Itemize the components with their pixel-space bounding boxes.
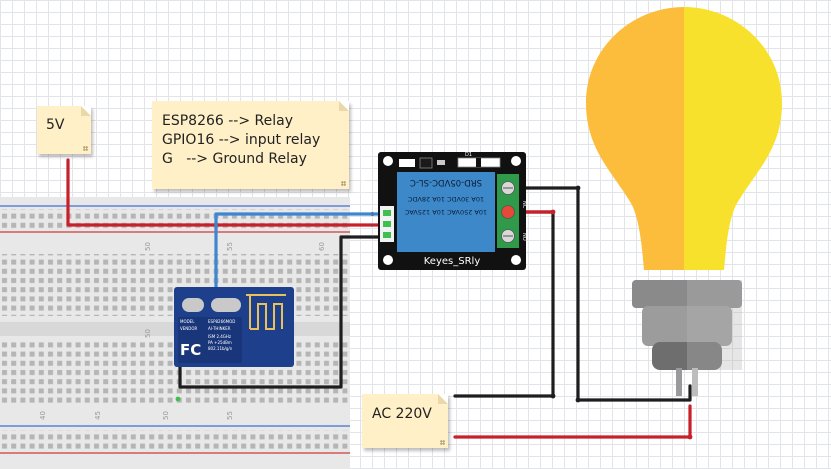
smd-component	[419, 157, 433, 169]
wire-ground[interactable]	[178, 235, 386, 389]
note-ac-text: AC 220V	[372, 406, 432, 422]
relay-brand: Keyes_SRly	[424, 256, 481, 267]
bulb-socket-top	[632, 280, 742, 308]
bulb-glass-right	[684, 7, 782, 270]
esp-vendor-label: VENDOR	[180, 326, 197, 331]
pin-label: -	[372, 234, 374, 240]
wires	[66, 158, 693, 440]
fcc-logo-icon: FC	[180, 341, 201, 359]
mount-hole	[383, 255, 393, 265]
column-number: 50	[144, 329, 152, 338]
relay-coil	[397, 172, 495, 252]
relay-pin-vcc[interactable]	[383, 221, 391, 227]
smd-component	[437, 160, 445, 165]
bulb-socket-highlight	[687, 280, 742, 370]
note-fold	[81, 106, 91, 116]
esp8266-module[interactable]: MODEL VENDOR ESP8266MOD AI-THINKER ISM 2…	[174, 287, 294, 367]
terminal-label: NC	[521, 201, 527, 209]
note-connection-line: GPIO16 --> input relay	[162, 132, 321, 148]
diode-band	[476, 158, 481, 167]
note-5v-text: 5V	[46, 117, 65, 133]
relay-rating-line: 10A 30VDC 10A 28VDC	[407, 195, 484, 203]
terminal-label: NO	[521, 233, 527, 241]
esp-spec: 802.11b/g/n	[208, 346, 233, 351]
wire-joint	[575, 185, 581, 191]
note-ac: AC 220V	[362, 394, 448, 448]
note-connection-line: ESP8266 --> Relay	[162, 113, 294, 129]
chip-label: D1	[465, 152, 472, 158]
bulb-glass-left	[586, 7, 684, 270]
esp-spec: PA +25dBm	[208, 340, 232, 345]
column-number: 55	[226, 242, 234, 251]
esp-spec: ISM 2.4GHz	[208, 334, 231, 339]
column-number: 45	[94, 411, 102, 420]
wire-joint	[550, 209, 556, 215]
esp-chip-name: ESP8266MOD	[208, 319, 235, 324]
esp-pad	[211, 298, 241, 312]
wire-joint	[575, 397, 581, 403]
relay-pin-ground[interactable]	[383, 232, 391, 238]
bulb-socket-bottom	[652, 342, 722, 370]
breadboard-pin-marker	[175, 396, 181, 402]
pin-label: S	[371, 212, 374, 218]
wire-ac-to-lamp[interactable]	[453, 404, 692, 439]
led-component	[399, 159, 415, 167]
bulb-socket-middle	[642, 306, 732, 346]
relay-side-label: ON_Led	[359, 180, 366, 203]
esp-shield	[178, 317, 242, 363]
relay-model: SRD-05VDC-SL-C	[410, 177, 482, 187]
terminal-screw-no[interactable]	[501, 205, 515, 219]
note-fold	[339, 101, 349, 111]
power-rail-bottom-holes	[0, 430, 350, 450]
mount-hole	[511, 156, 521, 166]
esp-pad	[182, 298, 204, 312]
note-grip	[83, 146, 88, 151]
relay-pin-signal[interactable]	[383, 210, 391, 216]
relay-rating-line: 10A 250VAC 10A 125VAC	[404, 208, 487, 216]
pin-label: +	[370, 223, 374, 229]
note-grip	[341, 181, 346, 186]
mount-hole	[511, 255, 521, 265]
column-number: 50	[144, 242, 152, 251]
note-connection-line: G --> Ground Relay	[162, 151, 307, 167]
note-fold	[438, 394, 448, 404]
esp-antenna	[246, 294, 286, 330]
bulb-lead	[676, 368, 682, 396]
note-5v: 5V	[37, 106, 91, 154]
lightbulb-icon	[586, 7, 782, 396]
bulb-lead	[692, 368, 698, 396]
column-number: 40	[39, 411, 47, 420]
column-number: 55	[226, 411, 234, 420]
note-grip	[440, 440, 445, 445]
mount-hole	[383, 156, 393, 166]
wire-joint	[687, 434, 693, 440]
esp-maker: AI-THINKER	[208, 326, 231, 331]
note-connections: ESP8266 --> Relay GPIO16 --> input relay…	[152, 101, 349, 189]
esp-model-label: MODEL	[180, 319, 195, 324]
column-number: 50	[162, 411, 170, 420]
wire-joint	[550, 393, 556, 399]
wire-gpio16[interactable]	[214, 212, 386, 295]
wire-5v[interactable]	[66, 158, 386, 227]
column-number: 60	[318, 242, 326, 251]
relay-module[interactable]: D1 ON_Led SRD-05VDC-SL-C 10A 30VDC 10A 2…	[359, 152, 527, 270]
